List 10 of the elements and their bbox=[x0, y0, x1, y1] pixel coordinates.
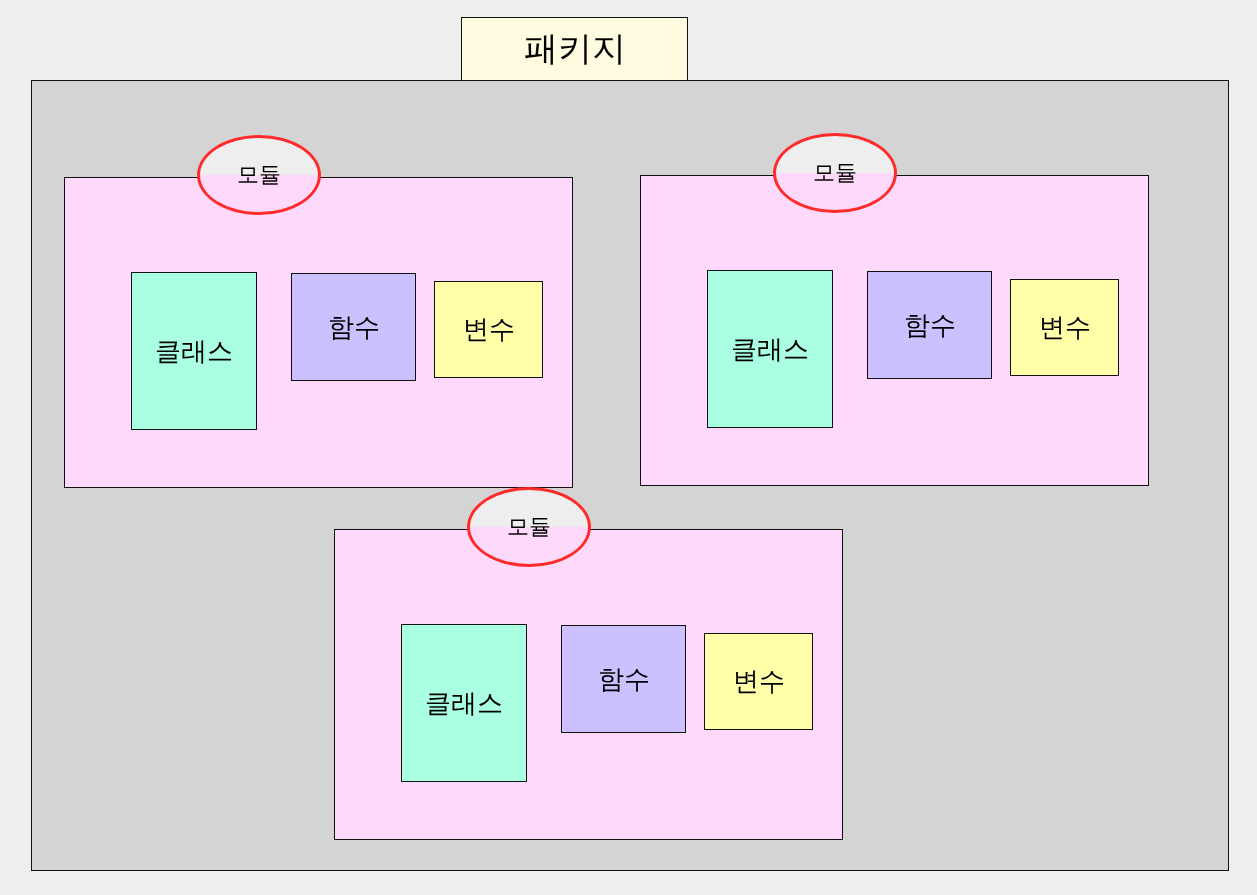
class-box: 클래스 bbox=[131, 272, 257, 430]
variable-box: 변수 bbox=[1010, 279, 1119, 376]
function-box: 함수 bbox=[561, 625, 686, 733]
class-box: 클래스 bbox=[707, 270, 833, 428]
package-title: 패키지 bbox=[461, 17, 688, 81]
function-box: 함수 bbox=[291, 273, 416, 381]
class-box: 클래스 bbox=[401, 624, 527, 782]
variable-box: 변수 bbox=[434, 281, 543, 378]
function-box: 함수 bbox=[867, 271, 992, 379]
variable-box: 변수 bbox=[704, 633, 813, 730]
